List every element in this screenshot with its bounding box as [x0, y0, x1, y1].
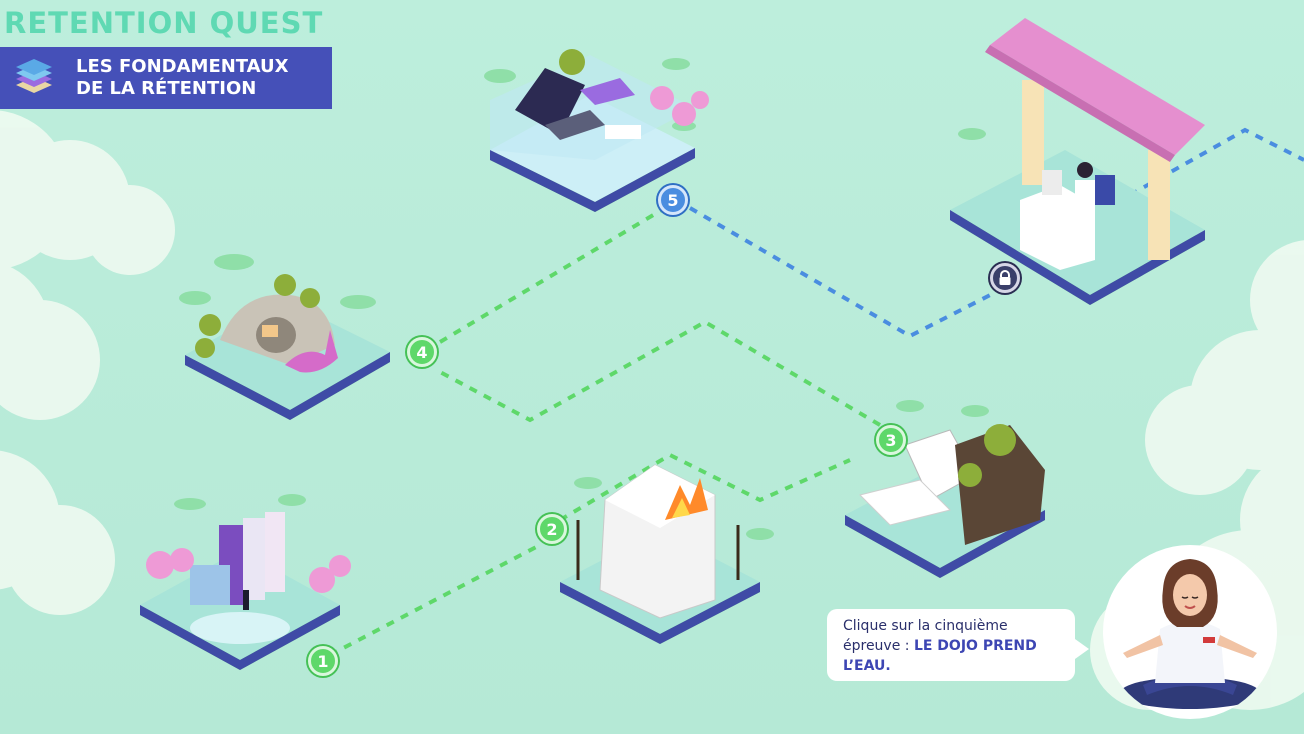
module-title: LES FONDAMENTAUX DE LA RÉTENTION [76, 56, 289, 100]
module-banner: LES FONDAMENTAUX DE LA RÉTENTION [0, 47, 332, 109]
level-node-5[interactable]: 5 [658, 185, 688, 215]
game-title: RETENTION QUEST [4, 6, 324, 40]
station-5-flooded-dojo[interactable] [490, 49, 709, 212]
guide-avatar [1103, 545, 1277, 719]
books-stack-icon [0, 47, 62, 109]
station-2-paper-fire[interactable] [560, 464, 760, 644]
small-clouds [174, 58, 989, 540]
level-node-6-locked[interactable] [990, 263, 1020, 293]
station-1-archive-garden[interactable] [140, 512, 351, 670]
guide-text: Clique sur la cinquième épreuve : [843, 618, 1008, 654]
path-pending [688, 127, 1304, 339]
lock-icon [999, 270, 1011, 285]
level-node-3[interactable]: 3 [876, 425, 906, 455]
module-title-line1: LES FONDAMENTAUX [76, 56, 289, 77]
guide-speech-bubble: Clique sur la cinquième épreuve : LE DOJ… [827, 609, 1089, 681]
station-3-calendar-cliff[interactable] [845, 424, 1045, 578]
level-node-2[interactable]: 2 [537, 514, 567, 544]
station-6-pagoda[interactable] [950, 18, 1205, 305]
guide-text-highlight: LE DOJO PREND L’EAU. [843, 638, 1037, 674]
level-node-1[interactable]: 1 [308, 646, 338, 676]
module-title-line2: DE LA RÉTENTION [76, 78, 257, 99]
level-node-4[interactable]: 4 [407, 337, 437, 367]
station-4-dragon-cave[interactable] [185, 274, 390, 420]
path-completed [329, 206, 882, 657]
